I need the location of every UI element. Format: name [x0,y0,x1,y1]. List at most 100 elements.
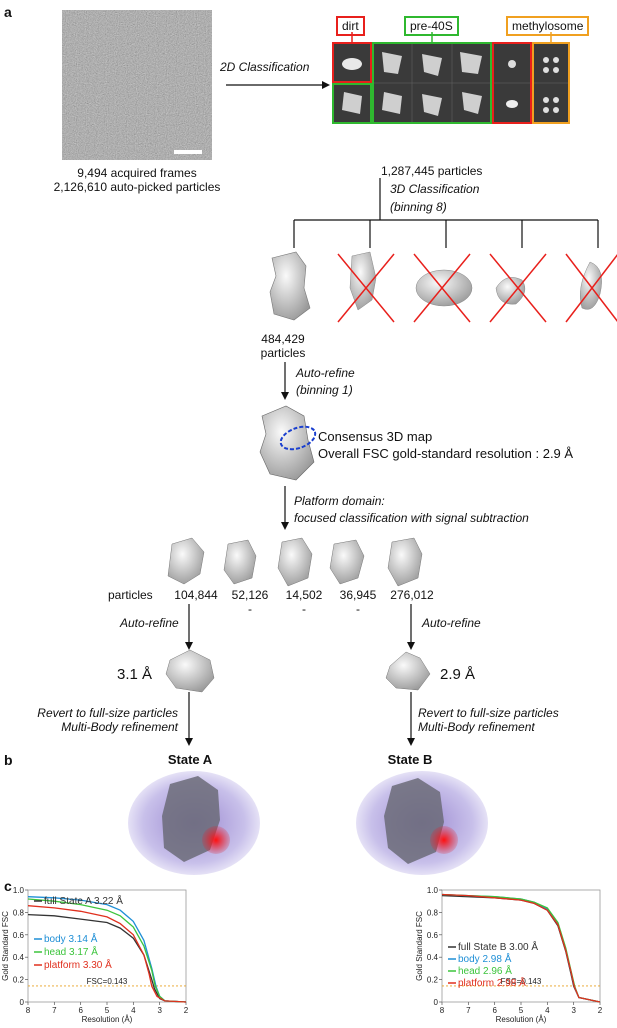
fsc-right-ytick-label-5: 1.0 [427,886,439,895]
fsc-left-frame [27,889,187,1003]
arrow-state-b-revert [407,692,415,746]
class-count-3: 14,502 [285,588,323,602]
classes-particles-label: particles [108,588,153,602]
methylosome-label: methylosome [506,16,590,36]
arrow-platform [281,486,289,530]
selected-class-unit: particles [260,346,306,360]
fsc-left-xtick-label-4: 4 [131,1006,136,1015]
fsc-left-ytick-label-3: 0.6 [13,931,25,940]
fsc-left-series-3 [27,905,187,1003]
fsc-right-legend-text-1: body 2.98 Å [458,952,512,965]
fsc-left-legend-text-0: full State A 3.22 Å [44,894,123,907]
fsc-right-xtick-label-4: 4 [545,1006,550,1015]
micrograph-caption: 9,494 acquired frames 2,126,610 auto-pic… [20,166,254,194]
fsc-left-series-2 [27,898,187,1003]
fsc-right-ytick-label-3: 0.6 [427,931,439,940]
autorefine-1-label: Auto-refine [296,366,355,380]
fsc-left-xtick-label-3: 5 [105,1006,110,1015]
arrow-state-a-refine [185,604,193,650]
consensus-resolution: Overall FSC gold-standard resolution : 2… [318,446,574,461]
consensus-text: Consensus 3D map Overall FSC gold-standa… [318,428,573,462]
state-b-autorefine-label: Auto-refine [422,616,481,630]
class-count-4: 36,945 [339,588,377,602]
fsc-left-legend-text-3: platform 3.30 Å [44,958,112,971]
map-rejected-3 [489,253,547,323]
selected-class-caption: 484,429 particles [248,332,318,360]
fsc-right-ytick-label-4: 0.8 [427,908,439,917]
fsc-right-legend-text-3: platform 2.98 Å [458,976,526,989]
state-a-revert-line2: Multi-Body refinement [61,720,178,734]
state-b-revert-line2: Multi-Body refinement [418,720,535,734]
platform-line1: Platform domain: [294,494,385,508]
class-3d-maps [269,251,617,323]
tree-3d [293,178,599,248]
classification-2d-label: 2D Classification [220,60,310,74]
scale-bar [174,150,202,154]
fsc-right-series-3 [441,893,601,1003]
consensus-title: Consensus 3D map [318,429,433,444]
class-count-5: 276,012 [390,588,434,602]
state-a-title: State A [167,752,213,767]
fsc-right-xtick-label-3: 5 [519,1006,524,1015]
fsc-right-legend-text-2: head 2.96 Å [458,964,512,977]
fsc-left-legend-text-1: body 3.14 Å [44,932,98,945]
fsc-left-ytick-label-2: 0.4 [13,953,25,962]
fsc-left-xtick-label-5: 3 [157,1006,162,1015]
fsc-left-ytick-label-1: 0.2 [13,976,25,985]
dirt-label: dirt [336,16,365,36]
fsc-left-ytick-label-5: 1.0 [13,886,25,895]
class-dash-4: - [356,602,360,616]
fsc-right-xtick-label-5: 3 [571,1006,576,1015]
binning-1-label: (binning 1) [296,383,353,397]
map-rejected-4 [565,253,617,323]
fsc-right-ytick-label-0: 0 [434,998,439,1007]
arrow-2d [226,81,330,89]
state-a-angular-sphere [128,771,260,875]
fsc-right-ytick-label-1: 0.2 [427,976,439,985]
fsc-left-xtick-label-6: 2 [184,1006,189,1015]
consensus-map [259,405,317,481]
fsc-left-ytick-label-4: 0.8 [13,908,25,917]
platform-line2: focused classification with signal subtr… [294,511,529,525]
selected-class-count: 484,429 [261,332,305,346]
particles-3d-count: 1,287,445 particles [381,164,483,178]
fsc-right-legend-text-0: full State B 3.00 Å [458,940,538,953]
class-averages-grid [332,42,570,124]
binning-8-label: (binning 8) [390,200,447,214]
class-count-2: 52,126 [231,588,269,602]
map-selected [269,251,311,321]
state-b-revert-line1: Revert to full-size particles [418,706,559,720]
fsc-left-ytick-label-0: 0 [20,998,25,1007]
arrow-state-a-revert [185,692,193,746]
fsc-left-xtick-label-0: 8 [26,1006,31,1015]
arrow-state-b-refine [407,604,415,650]
state-b-resolution: 2.9 Å [440,666,476,683]
acquired-frames-text: 9,494 acquired frames [77,166,197,180]
fsc-left-xtick-label-1: 7 [52,1006,57,1015]
fsc-left-xlabel: Resolution (Å) [82,1015,133,1024]
state-b-revert-text: Revert to full-size particles Multi-Body… [418,706,559,734]
state-a-revert-line1: Revert to full-size particles [37,706,178,720]
fsc-right-xtick-label-6: 2 [598,1006,603,1015]
fsc-left-ylabel: Gold Standard FSC [1,911,10,981]
panel-letter-c: c [4,878,12,894]
state-a-resolution: 3.1 Å [117,666,153,683]
fsc-right-xtick-label-1: 7 [466,1006,471,1015]
map-rejected-2 [413,253,473,323]
fsc-right-xtick-label-0: 8 [440,1006,445,1015]
arrow-autorefine-1 [281,362,289,400]
fsc-right-ylabel: Gold Standard FSC [415,911,424,981]
fsc-right-threshold-label: FSC=0.143 [501,977,542,986]
fsc-right-ytick-label-2: 0.4 [427,953,439,962]
class-dash-3: - [302,602,306,616]
state-b-angular-sphere [356,771,488,875]
map-rejected-1 [337,251,395,323]
state-a-autorefine-label: Auto-refine [120,616,179,630]
focused-class-maps [167,537,423,587]
class-dash-2: - [248,602,252,616]
fsc-left-xtick-label-2: 6 [78,1006,83,1015]
class-count-1: 104,844 [174,588,218,602]
state-b-title: State B [387,752,433,767]
panel-letter-b: b [4,752,13,768]
